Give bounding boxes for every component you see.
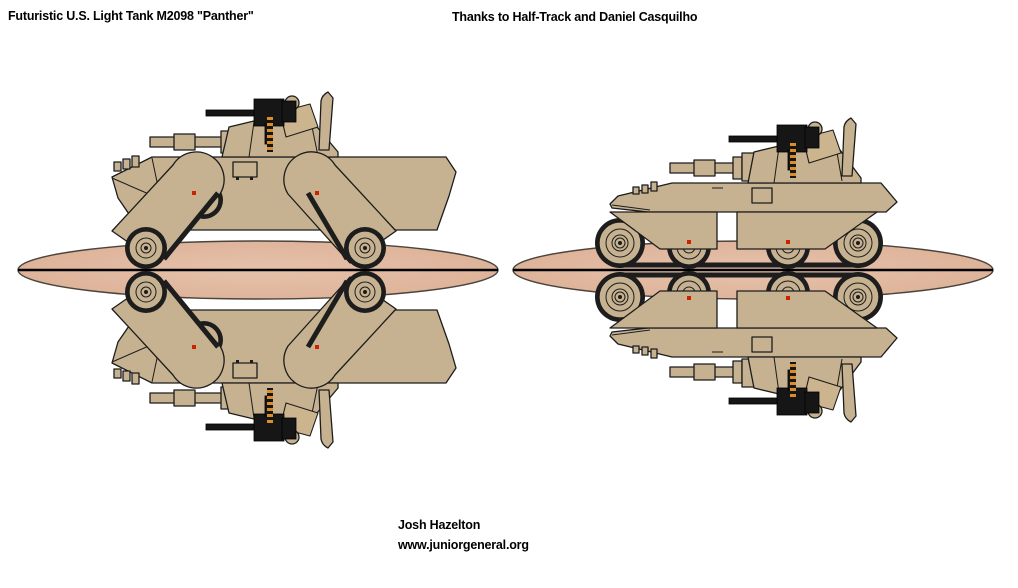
tank-lowered — [595, 118, 897, 269]
credit-text: Thanks to Half-Track and Daniel Casquilh… — [452, 10, 698, 24]
figure-lowered-suspension — [512, 118, 994, 422]
website-text: www.juniorgeneral.org — [398, 538, 529, 552]
author-text: Josh Hazelton — [398, 518, 481, 532]
sheet-title: Futuristic U.S. Light Tank M2098 "Panthe… — [8, 9, 254, 23]
tank-lowered-reflection — [595, 271, 897, 422]
figure-raised-suspension — [17, 92, 499, 448]
